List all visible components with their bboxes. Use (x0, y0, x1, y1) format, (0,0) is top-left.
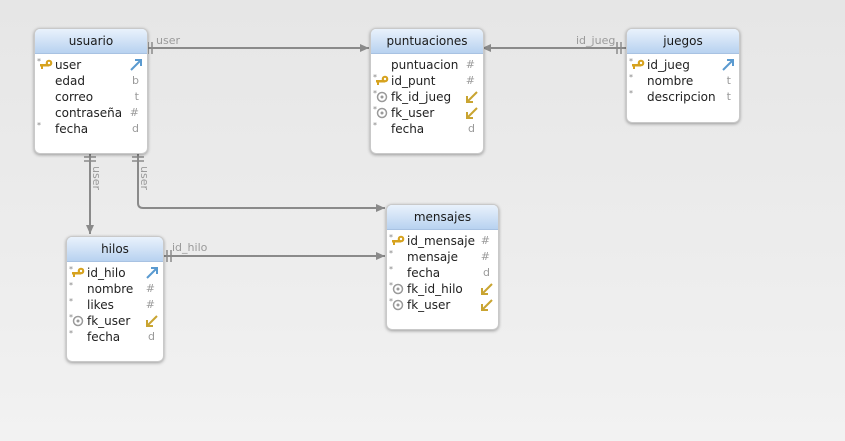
foreign-key-icon (376, 91, 388, 103)
primary-key-icon (72, 267, 85, 277)
field-row[interactable]: * id_punt# (373, 73, 475, 88)
relation-label-id-hilo: id_hilo (172, 241, 208, 254)
relation-usuario-hilos[interactable]: user (84, 153, 103, 234)
table-title[interactable]: puntuaciones (371, 29, 483, 54)
table-title[interactable]: usuario (35, 29, 147, 54)
outgoing-relation-icon (146, 267, 158, 279)
outgoing-relation-icon (722, 59, 734, 71)
field-row[interactable]: contraseña# (55, 106, 139, 120)
field-row[interactable]: * fk_user (371, 105, 483, 121)
relation-label-user-mensajes: user (138, 166, 151, 190)
incoming-relation-icon (466, 91, 478, 103)
field-row[interactable]: * fk_user (387, 297, 498, 313)
table-title[interactable]: hilos (67, 237, 163, 262)
relation-usuario-puntuaciones[interactable]: user (136, 34, 369, 54)
relation-hilos-mensajes[interactable]: id_hilo (162, 241, 385, 262)
relation-label-user-hilos: user (90, 166, 103, 190)
relation-juegos-puntuaciones[interactable]: id_jueg (482, 34, 627, 54)
relation-label-id-jueg: id_jueg (576, 34, 615, 47)
foreign-key-icon (376, 107, 388, 119)
field-row[interactable]: * fk_id_jueg (371, 89, 483, 105)
table-title[interactable]: mensajes (387, 205, 498, 230)
field-row[interactable]: * user (35, 57, 147, 73)
field-row[interactable]: puntuacion# (391, 58, 475, 72)
foreign-key-icon (392, 299, 404, 311)
primary-key-icon (376, 75, 389, 85)
field-row[interactable]: * fk_id_hilo (387, 281, 498, 297)
relation-usuario-mensajes[interactable]: user (132, 153, 385, 212)
foreign-key-icon (72, 315, 84, 327)
table-puntuaciones[interactable]: puntuaciones puntuacion# * id_punt# * fk… (370, 28, 484, 154)
relation-label-user: user (156, 34, 180, 47)
field-row[interactable]: * fk_user (67, 313, 163, 329)
field-row[interactable]: * id_mensaje# (389, 233, 490, 248)
field-row[interactable]: * id_jueg (627, 57, 739, 73)
field-row[interactable]: *mensaje# (389, 249, 490, 264)
field-row[interactable]: * id_hilo (67, 265, 163, 281)
field-row[interactable]: *likes# (69, 297, 155, 312)
primary-key-icon (40, 59, 53, 69)
table-title[interactable]: juegos (627, 29, 739, 54)
incoming-relation-icon (481, 299, 493, 311)
incoming-relation-icon (481, 283, 493, 295)
primary-key-icon (632, 59, 645, 69)
table-hilos[interactable]: hilos * id_hilo *nombre# *likes# * fk_us… (66, 236, 164, 362)
foreign-key-icon (392, 283, 404, 295)
incoming-relation-icon (146, 315, 158, 327)
outgoing-relation-icon (130, 59, 142, 71)
incoming-relation-icon (466, 107, 478, 119)
field-row[interactable]: *nombre# (69, 281, 155, 296)
primary-key-icon (392, 235, 405, 245)
